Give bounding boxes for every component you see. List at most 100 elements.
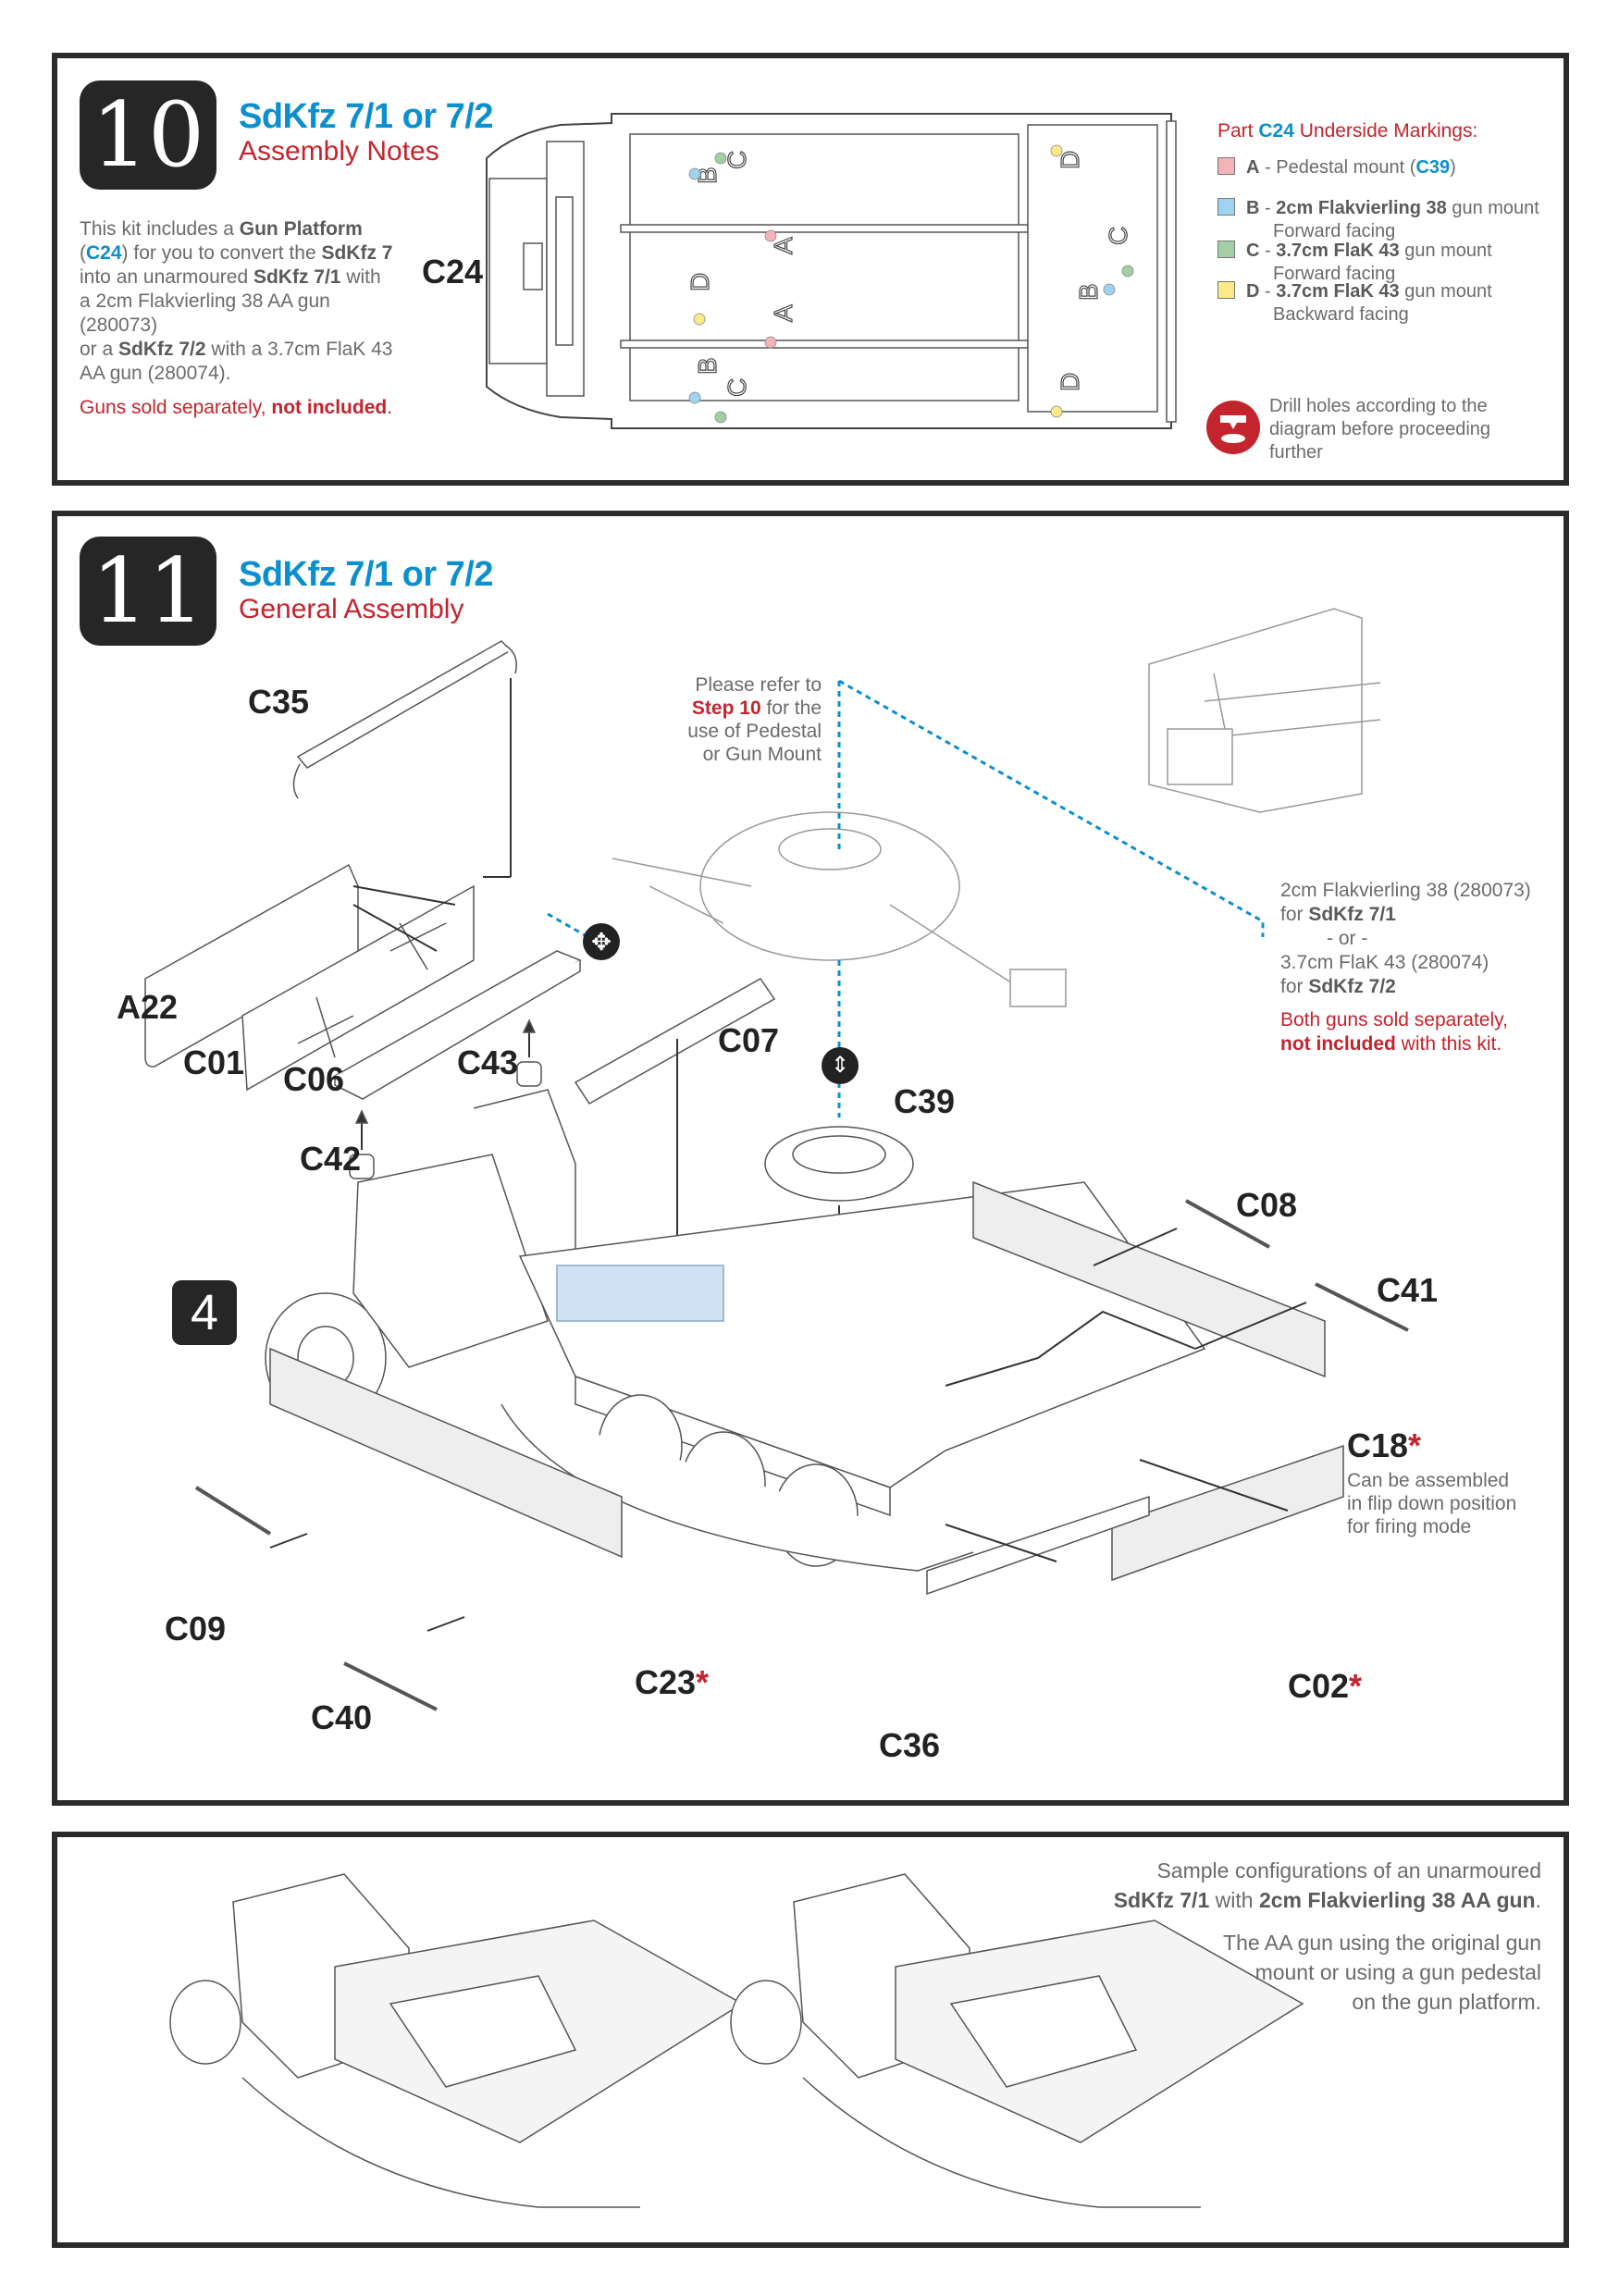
part-label-c35: C35 — [248, 683, 310, 721]
text: Drill holes according to the — [1269, 396, 1488, 416]
flak-gun-drawing — [1148, 608, 1381, 813]
rotate-icon: ✥ — [583, 923, 620, 960]
text: - or - — [1327, 928, 1368, 949]
part-label-c41: C41 — [1377, 1271, 1439, 1309]
text: a 2cm Flakvierling 38 AA gun (280073) — [80, 290, 330, 336]
color-swatch — [1217, 241, 1235, 258]
text: SdKfz 7/1 — [1308, 904, 1396, 925]
marking-letter: B — [1074, 283, 1103, 301]
text: This kit includes a — [80, 218, 240, 240]
text: Backward facing — [1273, 304, 1409, 325]
step-11-panel: 11 SdKfz 7/1 or 7/2 General Assembly — [52, 511, 1569, 1806]
text: for the — [760, 697, 822, 719]
c18-note: Can be assembled in flip down position f… — [1347, 1469, 1516, 1538]
part-c02-drawing — [1111, 1444, 1344, 1582]
text: further — [1269, 442, 1323, 463]
part-c39-drawing — [764, 1126, 914, 1450]
drill-dot — [714, 152, 727, 165]
marking-letter: D — [1056, 151, 1084, 169]
guns-note: Guns sold separately, not included. — [80, 396, 392, 420]
assembly-diagram — [144, 608, 1409, 1711]
part-label-c36: C36 — [879, 1726, 941, 1764]
legend-letter: C — [1246, 241, 1260, 261]
drill-dot — [1121, 265, 1134, 278]
text: with — [340, 266, 381, 288]
drill-dot — [1103, 283, 1116, 296]
text: 2cm Flakvierling 38 AA gun — [1258, 1888, 1536, 1912]
step-title: SdKfz 7/1 or 7/2 — [239, 555, 493, 594]
text: or Gun Mount — [702, 744, 822, 765]
color-swatch — [1217, 198, 1235, 216]
vehicle-drawing — [265, 1089, 1206, 1572]
legend-item-a: A - Pedestal mount (C39) — [1217, 156, 1456, 179]
part-label-c18: C18* — [1347, 1426, 1421, 1465]
drill-dot — [1050, 144, 1063, 157]
text: Guns sold separately, — [80, 397, 272, 418]
text: use of Pedestal — [687, 721, 822, 742]
sample-panel: Sample configurations of an unarmoured S… — [52, 1832, 1569, 2248]
drill-dots — [688, 144, 1134, 424]
part-label-c06: C06 — [283, 1060, 345, 1098]
text: mount or using a gun pedestal — [1254, 1960, 1541, 1984]
sub-step-badge: 4 — [172, 1280, 237, 1345]
part-ref: C39 — [1415, 157, 1451, 178]
text: Gun Platform — [239, 218, 363, 240]
step-number-badge: 11 — [80, 537, 216, 646]
drill-icon — [1206, 401, 1260, 454]
step-10-panel: 10 SdKfz 7/1 or 7/2 Assembly Notes This … — [52, 53, 1569, 486]
asterisk: * — [1408, 1426, 1422, 1464]
sample-vehicle-right — [730, 1873, 1304, 2208]
legend-title: Part C24 Underside Markings: — [1217, 119, 1477, 142]
part-label-c09: C09 — [165, 1610, 227, 1648]
text: AA gun (280074). — [80, 363, 231, 384]
assembly-arrows — [269, 885, 1307, 1632]
mount-markings: B C D A D A B C D C B — [685, 150, 1132, 397]
part-label-c07: C07 — [718, 1021, 780, 1059]
drill-dot — [764, 229, 777, 242]
drill-dot — [688, 167, 701, 180]
intro-text: This kit includes a Gun Platform (C24) f… — [80, 217, 413, 386]
text: gun mount — [1399, 241, 1492, 261]
text: Sample configurations of an unarmoured — [1156, 1858, 1541, 1882]
text: Can be assembled — [1347, 1470, 1510, 1491]
text: C23 — [635, 1663, 697, 1701]
marking-letter: C — [723, 151, 751, 169]
gun-note: 2cm Flakvierling 38 (280073) for SdKfz 7… — [1280, 879, 1531, 1056]
text: - — [1259, 241, 1277, 261]
text: diagram before proceeding — [1269, 419, 1491, 439]
asterisk: * — [1349, 1667, 1363, 1705]
step-title: SdKfz 7/1 or 7/2 — [239, 97, 493, 136]
text: SdKfz 7/2 — [1308, 976, 1396, 997]
drill-note: Drill holes according to the diagram bef… — [1269, 395, 1490, 464]
part-c35-drawing — [292, 640, 517, 878]
text: 3.7cm FlaK 43 — [1276, 281, 1400, 302]
text: Both guns sold separately, — [1280, 1009, 1508, 1031]
text: ( — [80, 242, 86, 264]
part-c09-drawing — [194, 1486, 272, 1536]
text: SdKfz 7/1 — [253, 266, 341, 288]
gun-mount-drawing — [612, 811, 1067, 1007]
marking-letter: A — [769, 237, 797, 254]
text: Underside Markings: — [1293, 120, 1478, 142]
text: The AA gun using the original gun — [1223, 1931, 1541, 1955]
refer-note: Please refer to Step 10 for the use of P… — [612, 673, 822, 766]
part-label-a22: A22 — [117, 988, 179, 1026]
sample-text: Sample configurations of an unarmoured S… — [1114, 1856, 1541, 2017]
text: gun mount — [1446, 198, 1539, 218]
part-c43-drawing — [516, 1018, 542, 1087]
text: for firing mode — [1347, 1516, 1472, 1537]
part-c42-drawing — [349, 1109, 375, 1179]
sample-vehicle-drawings — [169, 1873, 1304, 2208]
text: with — [1209, 1888, 1259, 1912]
text: - — [1259, 198, 1277, 218]
part-label-c01: C01 — [183, 1043, 245, 1081]
part-label-c23: C23* — [635, 1663, 709, 1702]
text: - — [1259, 281, 1277, 302]
drill-dot — [714, 411, 727, 424]
text: SdKfz 7/2 — [118, 339, 206, 360]
text: not included — [271, 397, 388, 418]
text: for — [1280, 904, 1309, 925]
text: Forward facing — [1273, 221, 1396, 241]
asterisk: * — [696, 1663, 710, 1701]
